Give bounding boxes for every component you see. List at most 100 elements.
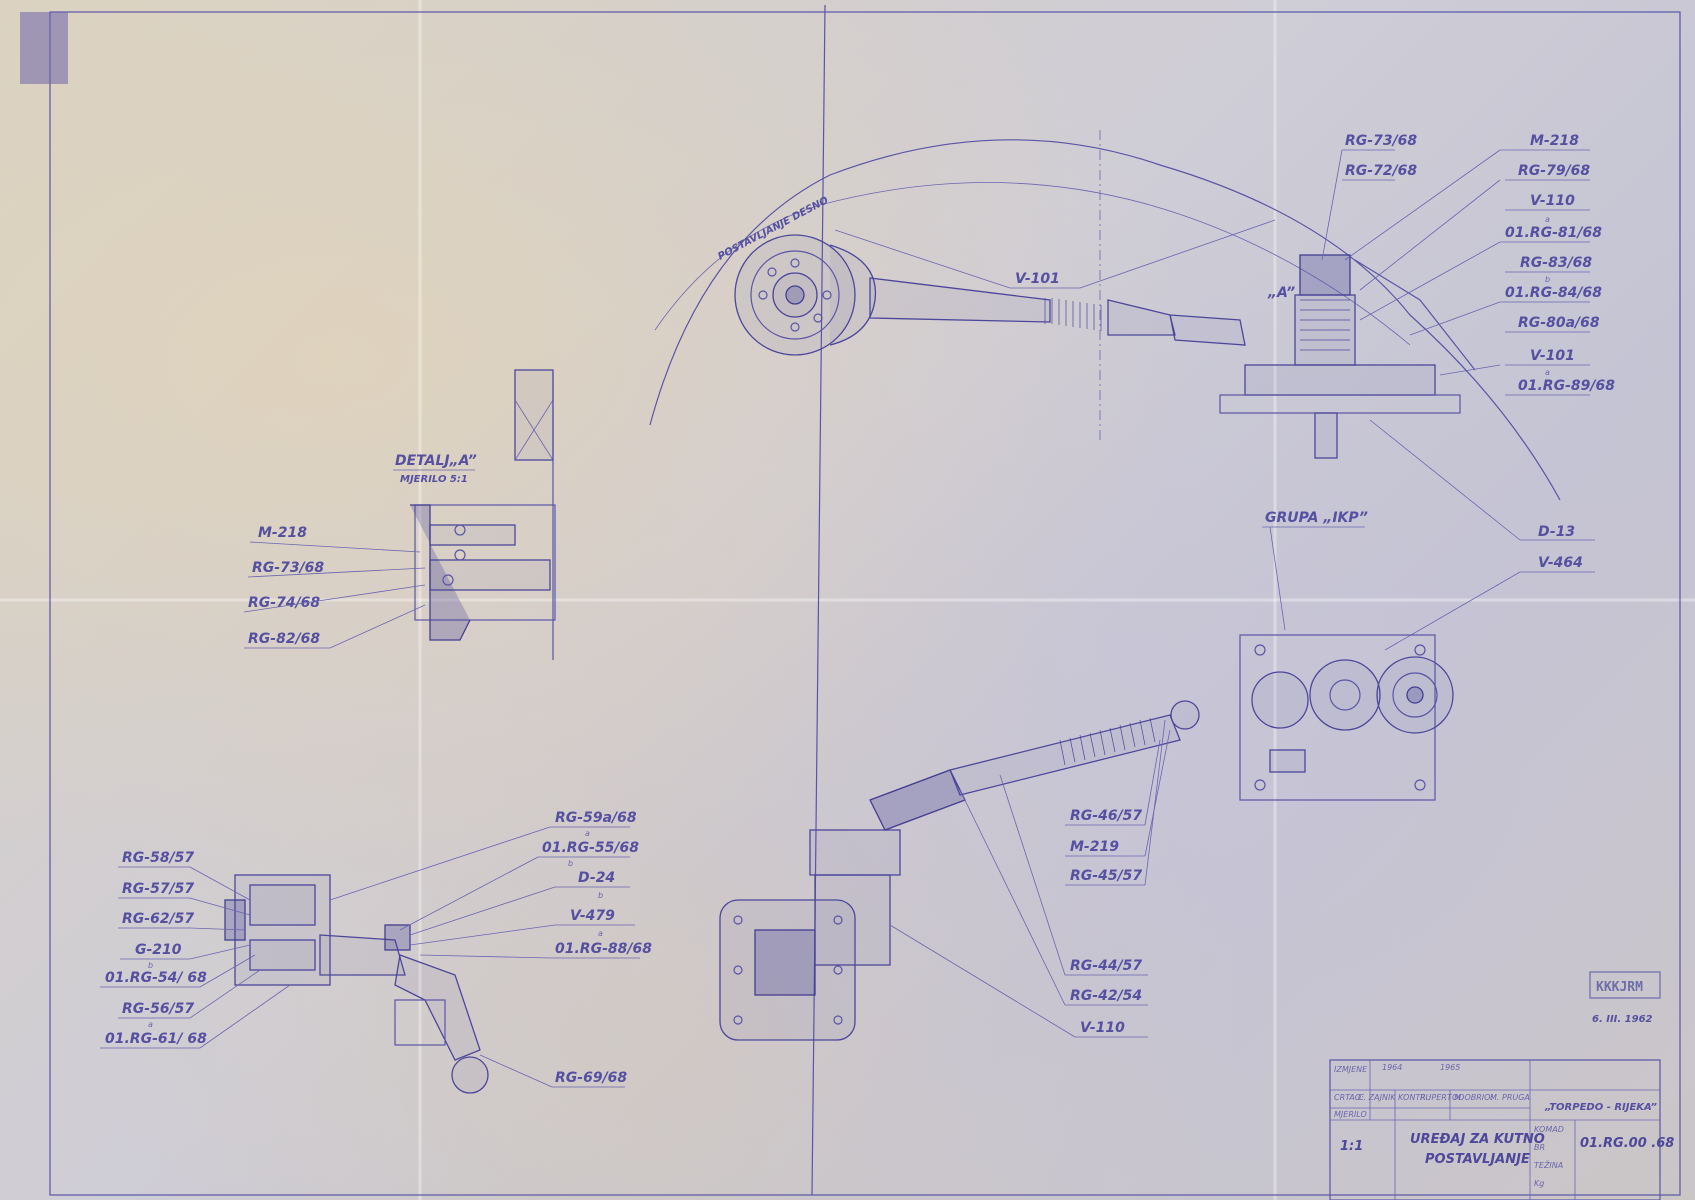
label-d-13: D-13 (1538, 524, 1575, 540)
title-line-2: POSTAVLJANJE (1425, 1152, 1530, 1167)
arm-rod (949, 714, 1181, 796)
group-label: GRUPA „IKP” (1265, 510, 1368, 526)
leader-line (1144, 739, 1161, 826)
wheel-housing (829, 244, 877, 346)
bolt-hole (758, 290, 768, 300)
gearbox-plate (719, 899, 856, 1041)
ikp-wheel (1309, 659, 1381, 731)
detail-block (514, 369, 554, 461)
ikp-plate (1239, 634, 1436, 801)
drew-name: C. ZAJNIK (1358, 1093, 1396, 1102)
leader-line (1269, 526, 1286, 631)
label-g-210: G-210 (135, 942, 182, 958)
leader-line (249, 541, 421, 553)
arm-spring (1059, 717, 1156, 766)
label-01-rg-81-68: 01.RG-81/68 (1505, 225, 1602, 241)
label-v-479: V-479 (570, 908, 615, 924)
bevel-gear (809, 829, 901, 876)
detail-a-view (410, 369, 556, 660)
label-rg-46-57: RG-46/57 (1070, 808, 1142, 824)
approved-label: ODOBRIO: (1452, 1093, 1494, 1102)
bolt-hole (813, 313, 823, 323)
shaft-housing (319, 934, 406, 976)
leader-line (479, 1054, 553, 1088)
leader-line (399, 856, 539, 931)
drawing-border (49, 11, 1681, 1196)
rod-eye (1170, 700, 1200, 730)
change-b: 1965 (1440, 1063, 1460, 1072)
label-v-101: V-101 (1015, 271, 1060, 287)
tape-mark (20, 12, 68, 84)
leader-line (1079, 219, 1276, 289)
wheel-outer (734, 234, 856, 356)
change-a: 1964 (1382, 1063, 1402, 1072)
label-rg-83-68: RG-83/68 (1520, 255, 1592, 271)
shaft (869, 277, 1051, 323)
label-rg-59a-68: RG-59a/68 (555, 810, 637, 826)
leader-line (1384, 571, 1521, 651)
detail-scale: MJERILO 5:1 (400, 474, 468, 485)
side-label: TEŽINA (1534, 1159, 1563, 1170)
detail-screw (454, 524, 466, 536)
leader-line (329, 604, 426, 649)
detail-title: DETALJ„A” (395, 453, 477, 469)
gear-teeth (754, 929, 816, 996)
angled-arm (394, 954, 481, 1061)
label-01-rg-61-68: 01.RG-61/ 68 (105, 1031, 207, 1047)
leader-line (199, 984, 291, 1049)
drew-label: CRTAO: (1334, 1093, 1364, 1102)
label-rg-56-57: RG-56/57 (122, 1001, 194, 1017)
label-01-rg-88-68: 01.RG-88/68 (555, 941, 652, 957)
detail-screw (442, 574, 454, 586)
leader-line (1439, 364, 1501, 376)
label-rg-44-57: RG-44/57 (1070, 958, 1142, 974)
circle-mark-b: b (568, 859, 573, 868)
shell-edge (1354, 259, 1476, 371)
bolt-hole (790, 258, 800, 268)
label-01-rg-54-68: 01.RG-54/ 68 (105, 970, 207, 986)
label-rg-45-57: RG-45/57 (1070, 868, 1142, 884)
leader-line (409, 924, 556, 946)
bolt-hole (822, 290, 832, 300)
side-label: KOMAD (1534, 1125, 1564, 1134)
leader-line (959, 789, 1066, 1006)
label-rg-62-57: RG-62/57 (122, 911, 194, 927)
leader-line (1409, 301, 1501, 336)
lower-arm-assembly (719, 634, 1454, 1041)
arm-joint (869, 769, 966, 831)
label-rg-80a-68: RG-80a/68 (1518, 315, 1600, 331)
center-line (811, 4, 826, 1196)
leader-line (247, 567, 426, 578)
gear-block (249, 884, 316, 926)
label-rg-69-68: RG-69/68 (555, 1070, 627, 1086)
label-01-rg-55-68: 01.RG-55/68 (542, 840, 639, 856)
label-m-218: M-218 (1530, 133, 1579, 149)
top-assembly (649, 130, 1561, 501)
label-rg-57-57: RG-57/57 (122, 881, 194, 897)
drawing-number: 01.RG.00 .68 (1580, 1136, 1674, 1151)
leader-line (1321, 149, 1343, 261)
leader-line (189, 866, 251, 901)
circle-mark-a: a (585, 829, 590, 838)
stamp-mark: KKKJRM (1596, 980, 1643, 995)
gear-housing (234, 874, 331, 986)
detail-wall (410, 504, 471, 641)
nut (384, 924, 411, 951)
bolt-hole (767, 267, 777, 277)
detail-label-rg-82-68: RG-82/68 (248, 631, 320, 647)
leader-line (1359, 241, 1501, 321)
ikp-wheel (1376, 656, 1454, 734)
label-rg-79-68: RG-79/68 (1518, 163, 1590, 179)
leader-line (189, 927, 246, 931)
leader-line (1359, 179, 1501, 291)
housing-hatch (1300, 299, 1350, 351)
lower-left-assembly (224, 874, 489, 1094)
wheel-center (785, 285, 805, 305)
detail-slot (429, 524, 516, 546)
checked-label: KONTR.: (1398, 1093, 1431, 1102)
label-01-rg-84-68: 01.RG-84/68 (1505, 285, 1602, 301)
approved-name: M. PRUGA (1490, 1093, 1530, 1102)
label-v-110-lower: V-110 (1080, 1020, 1125, 1036)
